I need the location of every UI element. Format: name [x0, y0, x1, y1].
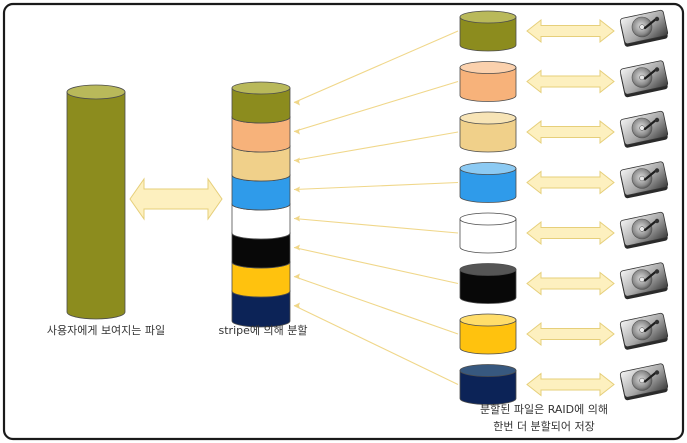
raid-column	[459, 9, 669, 405]
connector-arrowhead	[294, 244, 300, 251]
double-arrow-icon	[526, 220, 615, 246]
connector-arrowhead	[294, 273, 300, 280]
connector-line	[293, 80, 459, 133]
connector-arrowhead	[294, 99, 300, 106]
hard-disk-icon	[619, 9, 669, 47]
double-arrow-icon	[526, 18, 615, 44]
raid-cylinder-blue	[459, 162, 517, 203]
user-file-shape	[66, 84, 126, 320]
connector-line	[293, 275, 459, 335]
raid-cylinder-black	[459, 263, 517, 304]
raid-cylinder-white	[459, 212, 517, 254]
double-arrow-shape	[129, 177, 223, 221]
double-arrow-icon	[526, 372, 615, 397]
connector-line	[293, 305, 459, 385]
connector-line	[293, 246, 459, 285]
raid-split-label-line1: 분할된 파일은 RAID에 의해	[479, 403, 608, 416]
stripe-split-label: stripe에 의해 분할	[218, 324, 308, 337]
raid-cylinder-tan	[459, 111, 517, 153]
connector-line	[293, 217, 459, 234]
double-arrow-icon	[526, 69, 615, 94]
raid-cylinder-gold	[459, 313, 517, 355]
stripe-segment-olive	[231, 81, 291, 124]
raid-split-label-line2: 한번 더 분할되어 저장	[493, 420, 595, 433]
stripe-stack-cylinder	[231, 81, 291, 328]
double-arrow-icon	[526, 271, 615, 296]
hard-disk-icon	[619, 60, 669, 98]
hard-disk-icon	[619, 110, 669, 148]
hard-disk-icon	[619, 211, 669, 249]
hard-disk-icon	[619, 161, 669, 199]
connector-lines	[293, 30, 459, 385]
hard-disk-icon	[619, 312, 669, 350]
raid-cylinder-olive	[459, 10, 517, 52]
double-arrow-icon	[526, 321, 615, 347]
user-file-cylinder	[66, 84, 126, 320]
connector-arrowhead	[294, 215, 300, 222]
double-arrow-icon	[526, 119, 615, 145]
user-file-label: 사용자에게 보여지는 파일	[46, 324, 166, 337]
double-arrow-icon	[526, 170, 615, 195]
hard-disk-icon	[619, 262, 669, 300]
raid-cylinder-navy	[459, 364, 517, 405]
connector-line	[293, 181, 459, 191]
connector-arrowhead	[294, 186, 300, 193]
double-arrow-icon	[129, 177, 223, 221]
connector-arrowhead	[294, 157, 300, 164]
connector-arrowhead	[294, 128, 300, 135]
connector-line	[293, 30, 459, 104]
connector-line	[293, 131, 459, 162]
hard-disk-icon	[619, 363, 669, 401]
raid-cylinder-orange	[459, 61, 517, 102]
connector-arrowhead	[294, 302, 300, 309]
